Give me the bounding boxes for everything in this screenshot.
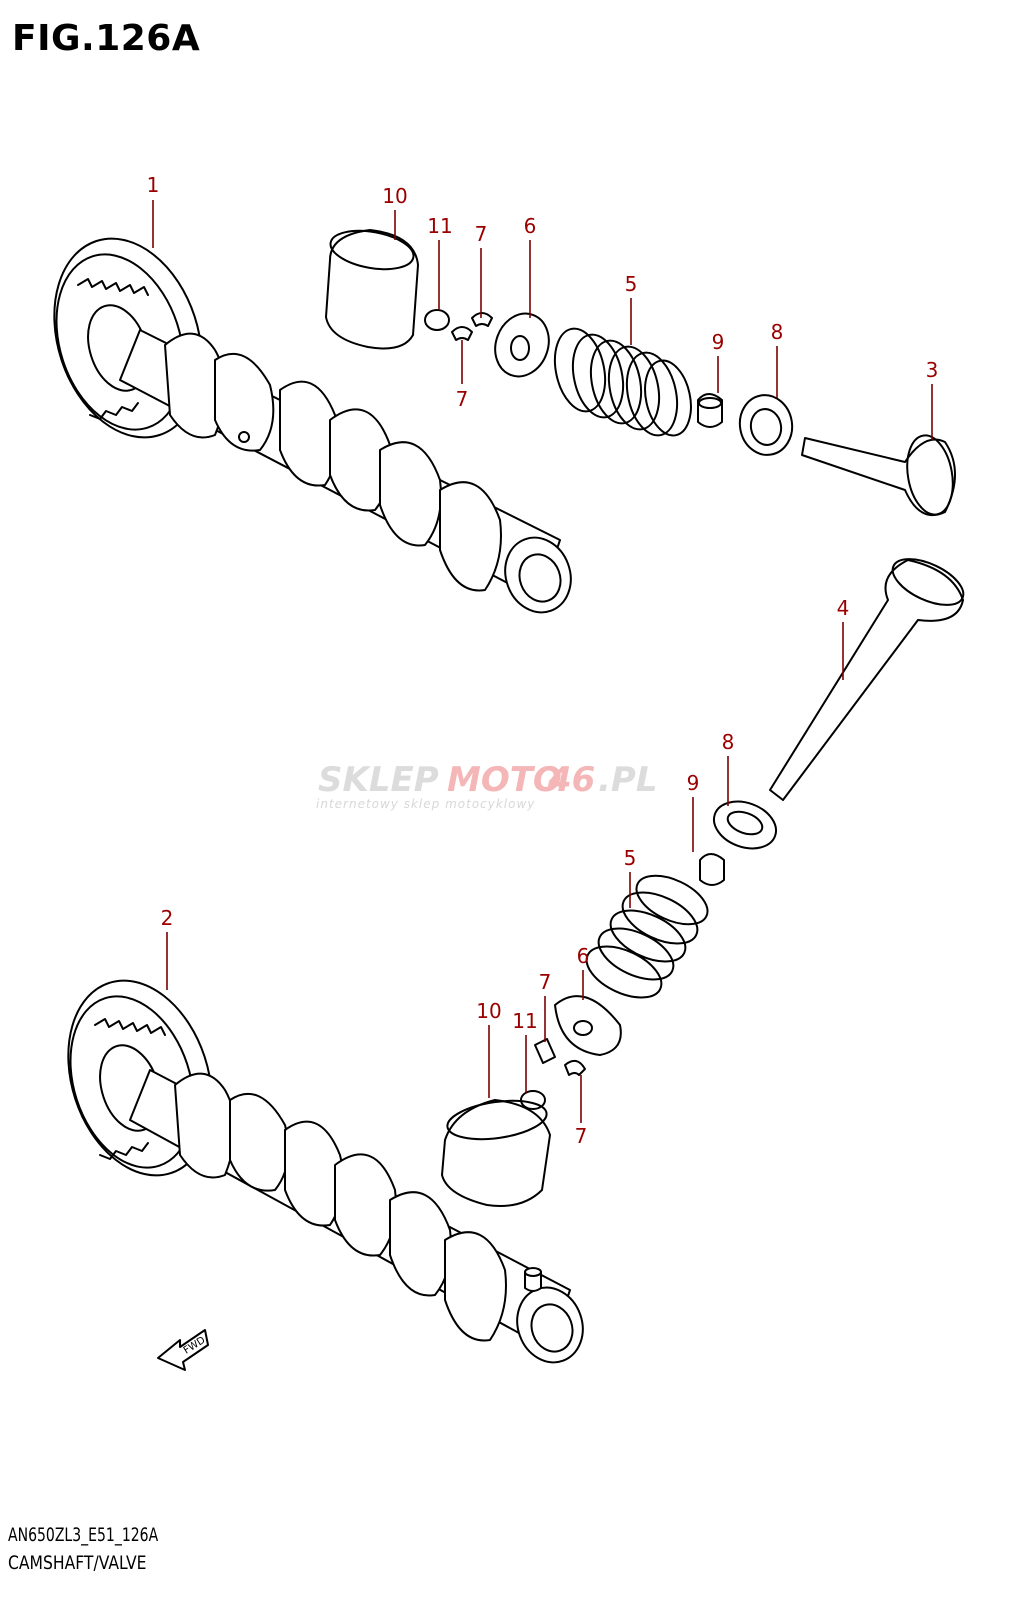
camshaft-upper	[53, 237, 572, 614]
figure-code: AN650ZL3_E51_126A	[8, 1524, 159, 1546]
cotter-upper-b	[451, 326, 473, 341]
callout-9-upper: 9	[712, 330, 725, 354]
callout-11-upper: 11	[427, 214, 452, 238]
callout-5-upper: 5	[625, 272, 638, 296]
valve-spring-lower	[585, 874, 709, 999]
figure-name: CAMSHAFT/VALVE	[8, 1552, 147, 1574]
shim-upper	[424, 309, 450, 331]
callout-8-upper: 8	[771, 320, 784, 344]
watermark-brand-4: .PL	[598, 760, 658, 800]
callout-7-lower-a: 7	[539, 970, 552, 994]
callout-9-lower: 9	[687, 771, 700, 795]
watermark-tagline: internetowy sklep motocyklowy	[316, 797, 535, 811]
callout-2: 2	[161, 906, 174, 930]
camshaft-lower	[67, 979, 584, 1364]
callout-11-lower: 11	[512, 1009, 537, 1033]
retainer-upper	[494, 312, 550, 378]
tappet-upper	[325, 229, 419, 350]
callout-10-upper: 10	[382, 184, 407, 208]
watermark-brand-1: SKLEP	[318, 760, 439, 800]
valve-train-upper	[325, 229, 956, 517]
cotter-upper-a	[471, 312, 493, 327]
spring-seat-upper	[738, 394, 794, 456]
callout-10-lower: 10	[476, 999, 501, 1023]
figure-title: FIG.126A	[12, 18, 201, 59]
leader-lines	[152, 200, 933, 1123]
watermark: SKLEP MOTO 46 .PL internetowy sklep moto…	[316, 760, 658, 811]
tappet-lower	[441, 1099, 551, 1207]
callout-4: 4	[837, 596, 850, 620]
callout-7-upper-b: 7	[456, 387, 469, 411]
cotter-lower-b	[564, 1059, 586, 1076]
watermark-brand-3: 46	[547, 760, 595, 800]
valve-spring-upper	[553, 327, 692, 437]
callout-7-lower-b: 7	[575, 1124, 588, 1148]
stem-seal-upper	[697, 393, 723, 428]
callout-1: 1	[147, 173, 160, 197]
callout-7-upper-a: 7	[475, 222, 488, 246]
watermark-brand-2: MOTO	[447, 760, 562, 800]
intake-valve	[801, 437, 956, 517]
spring-seat-lower	[713, 800, 777, 850]
callout-numbers: 1 10 11 7 6 5 9 8 3 7 4 8 9 5 2 6 7 10 1…	[147, 173, 939, 1148]
callout-8-lower: 8	[722, 730, 735, 754]
stem-seal-lower	[699, 853, 725, 886]
retainer-lower	[554, 995, 622, 1056]
cotter-lower-a	[534, 1038, 556, 1064]
forward-direction-arrow: FWD	[157, 1329, 209, 1371]
callout-5-lower: 5	[624, 846, 637, 870]
callout-6-upper: 6	[524, 214, 537, 238]
callout-3: 3	[926, 358, 939, 382]
valve-train-lower	[441, 558, 965, 1207]
exhaust-valve	[769, 559, 964, 801]
callout-6-lower: 6	[577, 944, 590, 968]
